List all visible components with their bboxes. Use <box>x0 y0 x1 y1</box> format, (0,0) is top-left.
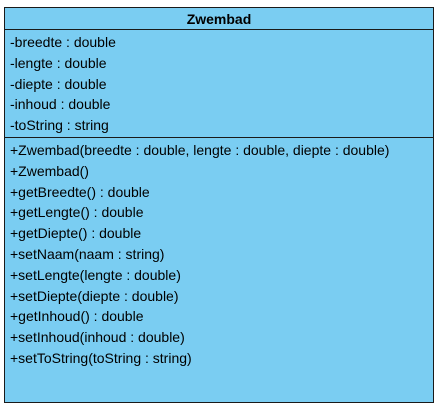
operation-constructor-default: +Zwembad() <box>10 162 89 179</box>
attributes-compartment: -breedte : double -lengte : double -diep… <box>5 30 433 138</box>
operation-get-breedte: +getBreedte() : double <box>10 183 150 200</box>
operation-set-naam: +setNaam(naam : string) <box>10 245 165 262</box>
attribute-breedte: -breedte : double <box>10 34 116 50</box>
attribute-tostring: -toString : string <box>10 117 109 134</box>
operation-get-diepte: +getDiepte() : double <box>10 225 142 242</box>
attribute-lengte: -lengte : double <box>10 54 107 71</box>
operation-set-inhoud: +setInhoud(inhoud : double) <box>10 329 185 346</box>
class-name: Zwembad <box>5 8 433 30</box>
operations-compartment: +Zwembad(breedte : double, lengte : doub… <box>5 138 433 369</box>
operation-set-tostring: +setToString(toString : string) <box>10 349 192 366</box>
operation-get-inhoud: +getInhoud() : double <box>10 308 144 325</box>
uml-class-box: Zwembad -breedte : double -lengte : doub… <box>4 7 434 403</box>
operation-get-lengte: +getLengte() : double <box>10 204 144 221</box>
operation-set-diepte: +setDiepte(diepte : double) <box>10 287 179 304</box>
attribute-diepte: -diepte : double <box>10 75 107 92</box>
attribute-inhoud: -inhoud : double <box>10 96 111 113</box>
operation-set-lengte: +setLengte(lengte : double) <box>10 266 181 283</box>
operation-constructor-full: +Zwembad(breedte : double, lengte : doub… <box>10 142 390 158</box>
